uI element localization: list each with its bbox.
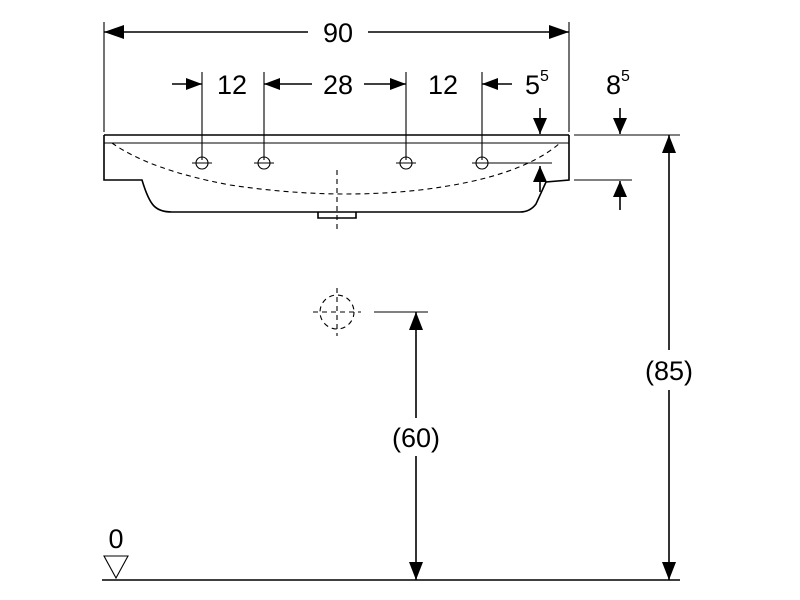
tap-hole-1 — [192, 156, 212, 170]
arrowhead-left — [104, 25, 124, 39]
hole-spacing-center-label: 28 — [323, 70, 353, 100]
drain-height-arrow-bottom — [409, 562, 423, 580]
top-height-arrow-top — [662, 135, 676, 153]
rim-height-label: 85 — [606, 68, 630, 100]
drain-height-label: (60) — [392, 423, 440, 453]
basin-bowl-hidden-line — [111, 142, 561, 195]
rim-offset-upper-arrow — [533, 118, 547, 134]
tap-hole-4 — [472, 156, 492, 170]
drain-height-dimension: (60) — [374, 311, 440, 580]
floor-reference: 0 — [102, 524, 680, 581]
floor-level-label: 0 — [108, 524, 123, 554]
floor-level-triangle-icon — [103, 555, 129, 580]
dim-12-right-arrow — [482, 78, 498, 90]
rim-offset-label: 55 — [525, 68, 549, 100]
rim-height-upper-arrow — [613, 118, 627, 134]
hole-spacing-dimensions: 12 28 12 55 — [172, 68, 552, 192]
arrowhead-right — [549, 25, 569, 39]
hole-spacing-left-label: 12 — [217, 70, 247, 100]
tap-hole-2 — [254, 156, 274, 170]
dim-28-arrow-right — [390, 78, 406, 90]
washbasin-outline — [103, 134, 570, 230]
dim-28-arrow-left — [264, 78, 280, 90]
dim-12-left-arrow — [186, 78, 202, 90]
top-height-arrow-bottom — [662, 562, 676, 580]
tap-holes — [192, 156, 492, 170]
rim-height-lower-arrow — [613, 181, 627, 197]
hole-spacing-right-label: 12 — [428, 70, 458, 100]
top-height-dimension: (85) — [645, 135, 693, 580]
rim-height-dimension: 85 — [574, 68, 680, 210]
rim-offset-lower-arrow — [533, 166, 547, 182]
drain-height-arrow-top — [409, 312, 423, 330]
waste-connection-crosshair-icon — [313, 288, 361, 336]
top-height-label: (85) — [645, 356, 693, 386]
basin-body — [103, 135, 570, 213]
tap-hole-3 — [396, 156, 416, 170]
total-width-dimension: 90 — [103, 18, 570, 132]
total-width-label: 90 — [323, 18, 353, 48]
